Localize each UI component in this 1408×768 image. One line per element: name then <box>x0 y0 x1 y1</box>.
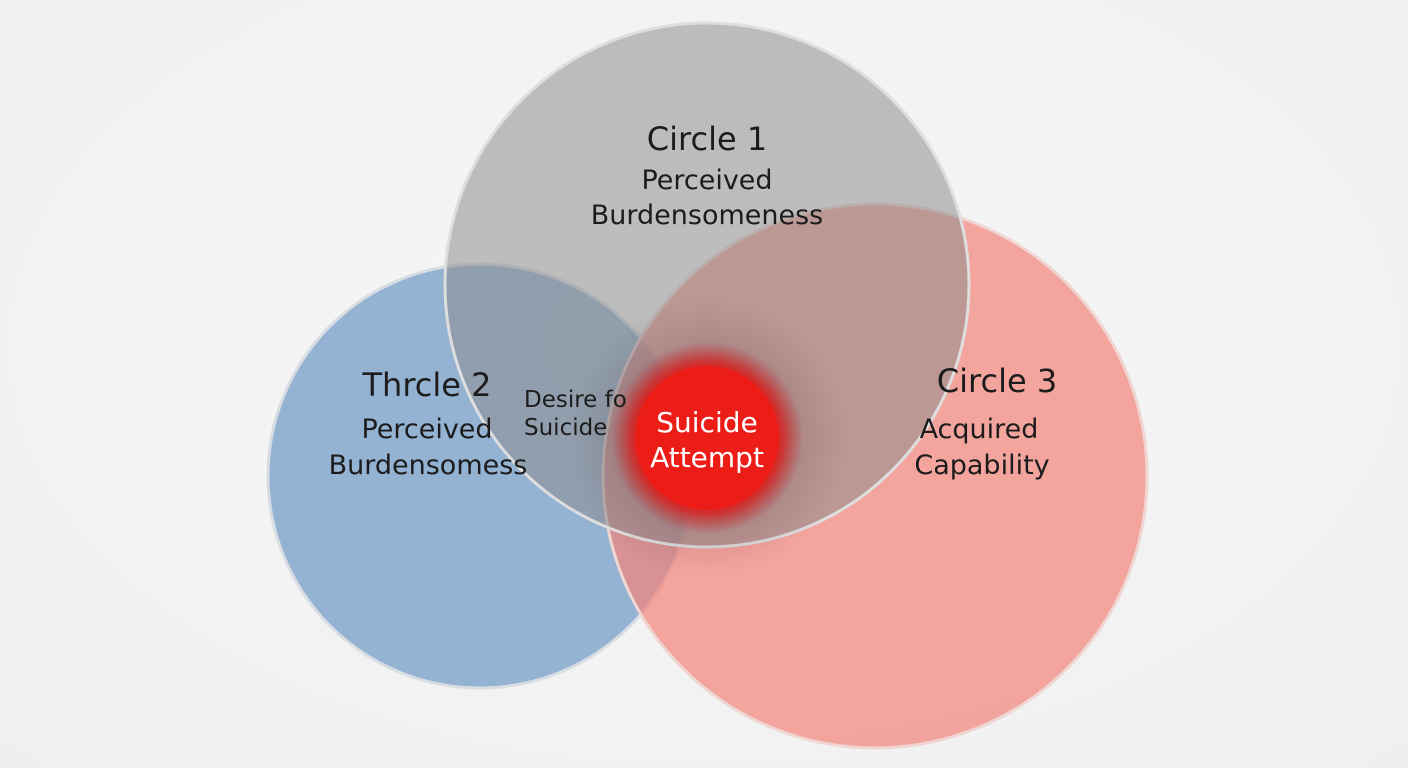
circle-left-title: Thrcle 2 <box>362 366 492 404</box>
overlap-label-line1: Desire fo <box>524 387 627 413</box>
overlap-label-line2: Suicide <box>524 415 608 441</box>
circle-left-line2: Burdensomess <box>328 450 528 481</box>
circle-right-title: Circle 3 <box>936 362 1058 400</box>
center-label-line2: Attempt <box>650 441 764 474</box>
circle-top-title: Circle 1 <box>646 120 768 158</box>
circle-left-line1: Perceived <box>361 414 493 445</box>
circle-top-line2: Burdensomeness <box>590 200 824 231</box>
circle-right-line1: Acquired <box>919 414 1039 445</box>
center-label-line1: Suicide <box>656 406 758 439</box>
center-circle <box>635 366 779 510</box>
circle-right-line2: Capability <box>914 450 1050 481</box>
circle-top-line1: Perceived <box>641 165 773 196</box>
